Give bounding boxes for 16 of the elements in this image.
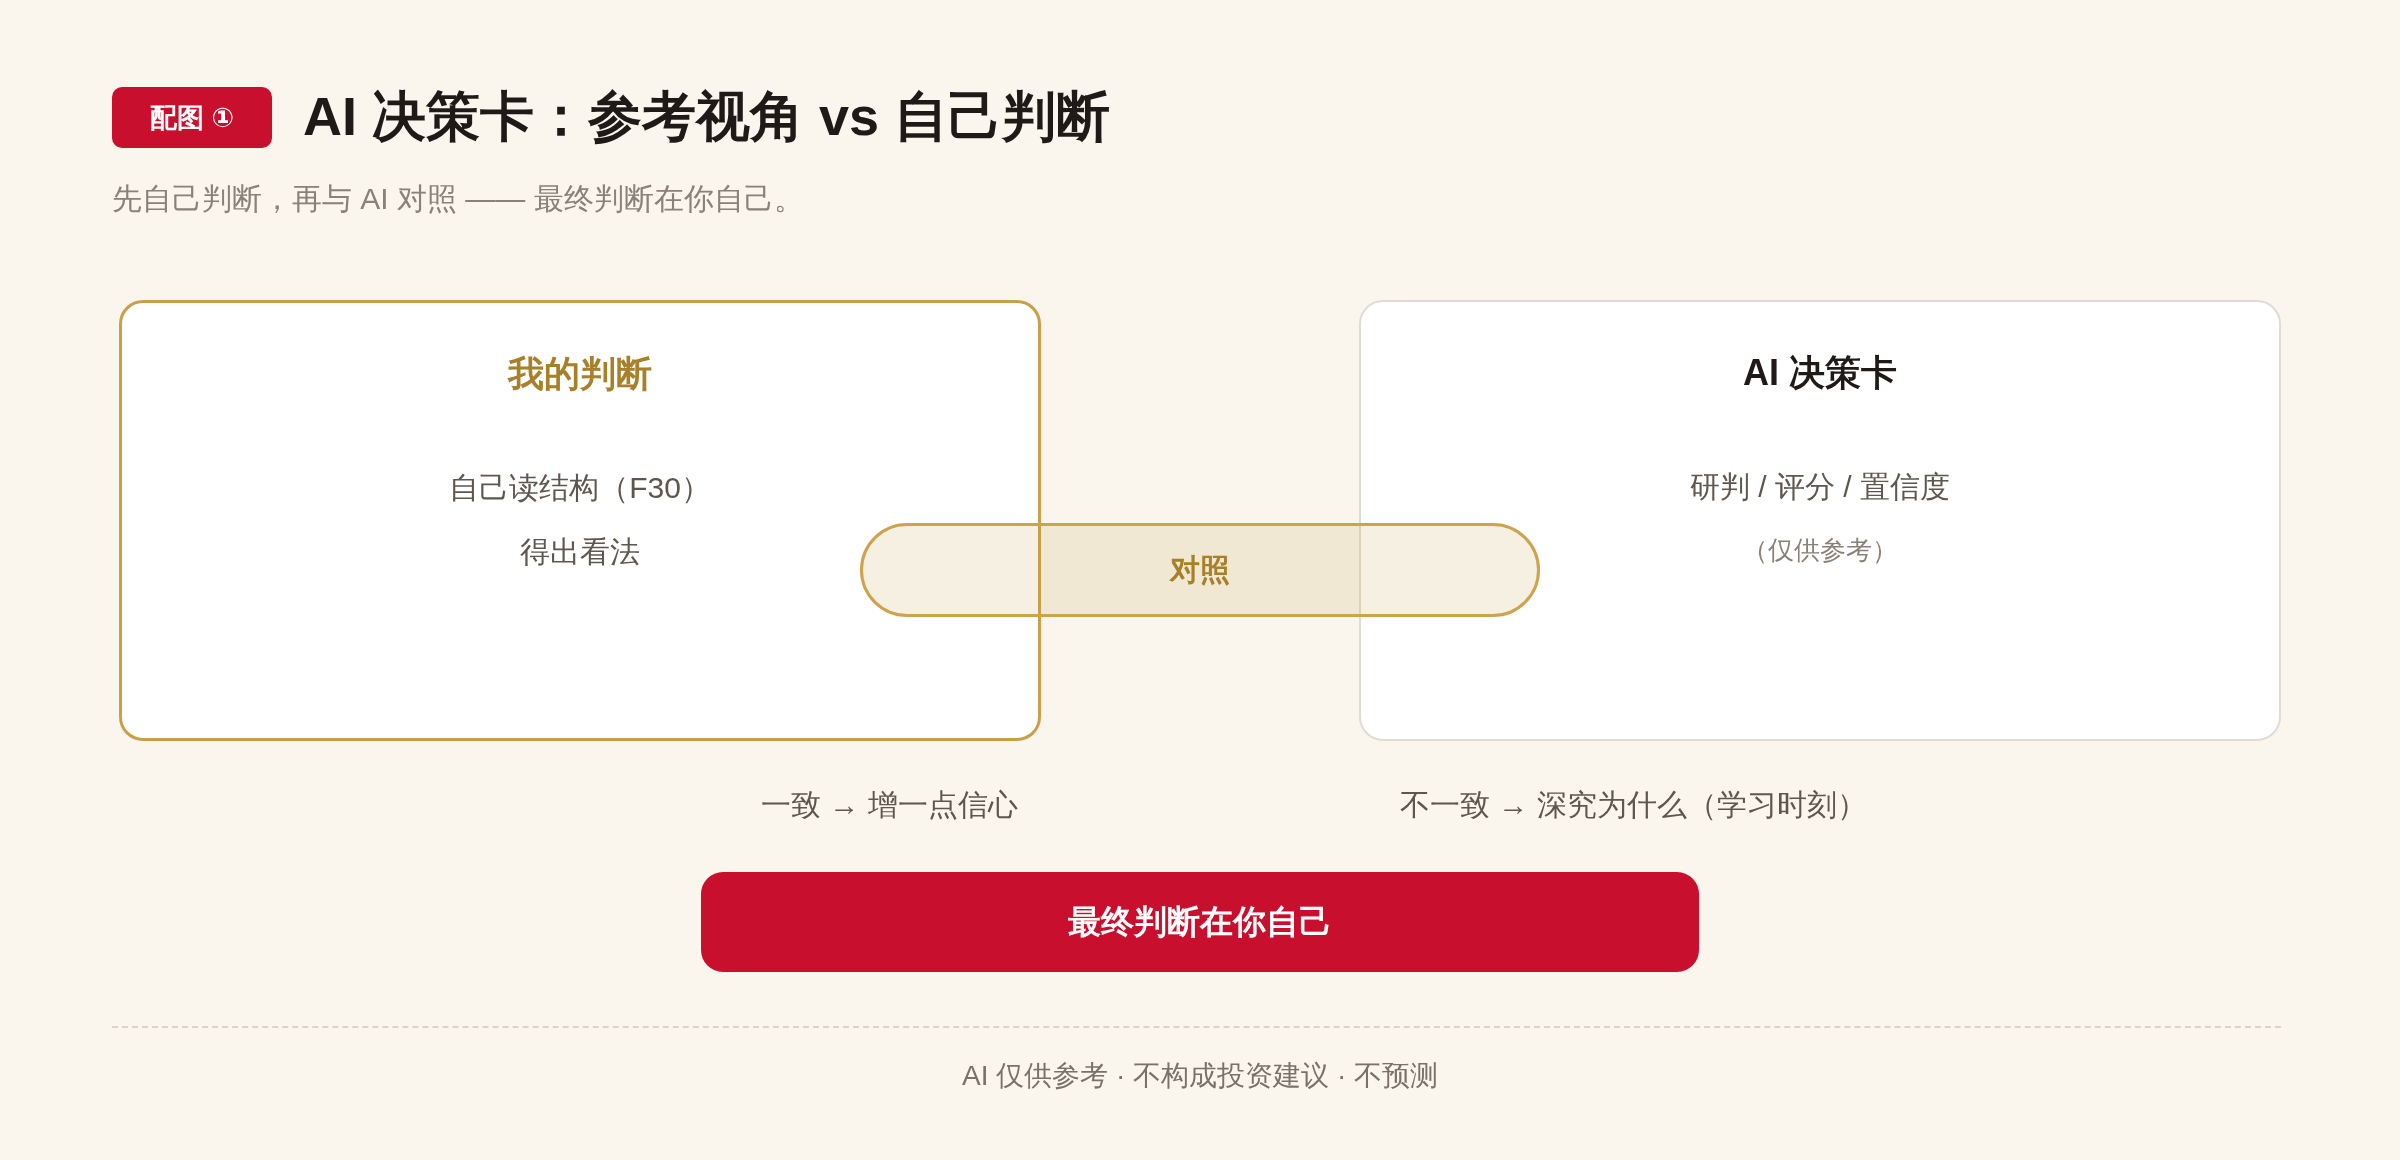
title: AI 决策卡：参考视角 vs 自己判断	[303, 85, 1111, 148]
card	[119, 300, 1041, 741]
footer-note: AI 仅供参考 · 不构成投资建议 · 不预测	[962, 1059, 1438, 1093]
card-text: 得出看法	[520, 534, 640, 570]
badge: 配图 ①	[112, 87, 272, 148]
card-text: 自己读结构（F30）	[449, 470, 711, 506]
subtitle: 先自己判断，再与 AI 对照 —— 最终判断在你自己。	[112, 181, 804, 217]
card-heading: AI 决策卡	[1743, 351, 1897, 395]
outcome-text: 一致 → 增一点信心	[761, 787, 1018, 823]
pill: 对照	[860, 523, 1540, 617]
outcome-text: 不一致 → 深究为什么（学习时刻）	[1400, 787, 1867, 823]
card-text: 研判 / 评分 / 置信度	[1690, 469, 1950, 505]
card	[1359, 300, 2281, 741]
card-heading: 我的判断	[508, 352, 652, 396]
card-note: （仅供参考）	[1742, 535, 1898, 567]
banner: 最终判断在你自己	[701, 872, 1699, 972]
